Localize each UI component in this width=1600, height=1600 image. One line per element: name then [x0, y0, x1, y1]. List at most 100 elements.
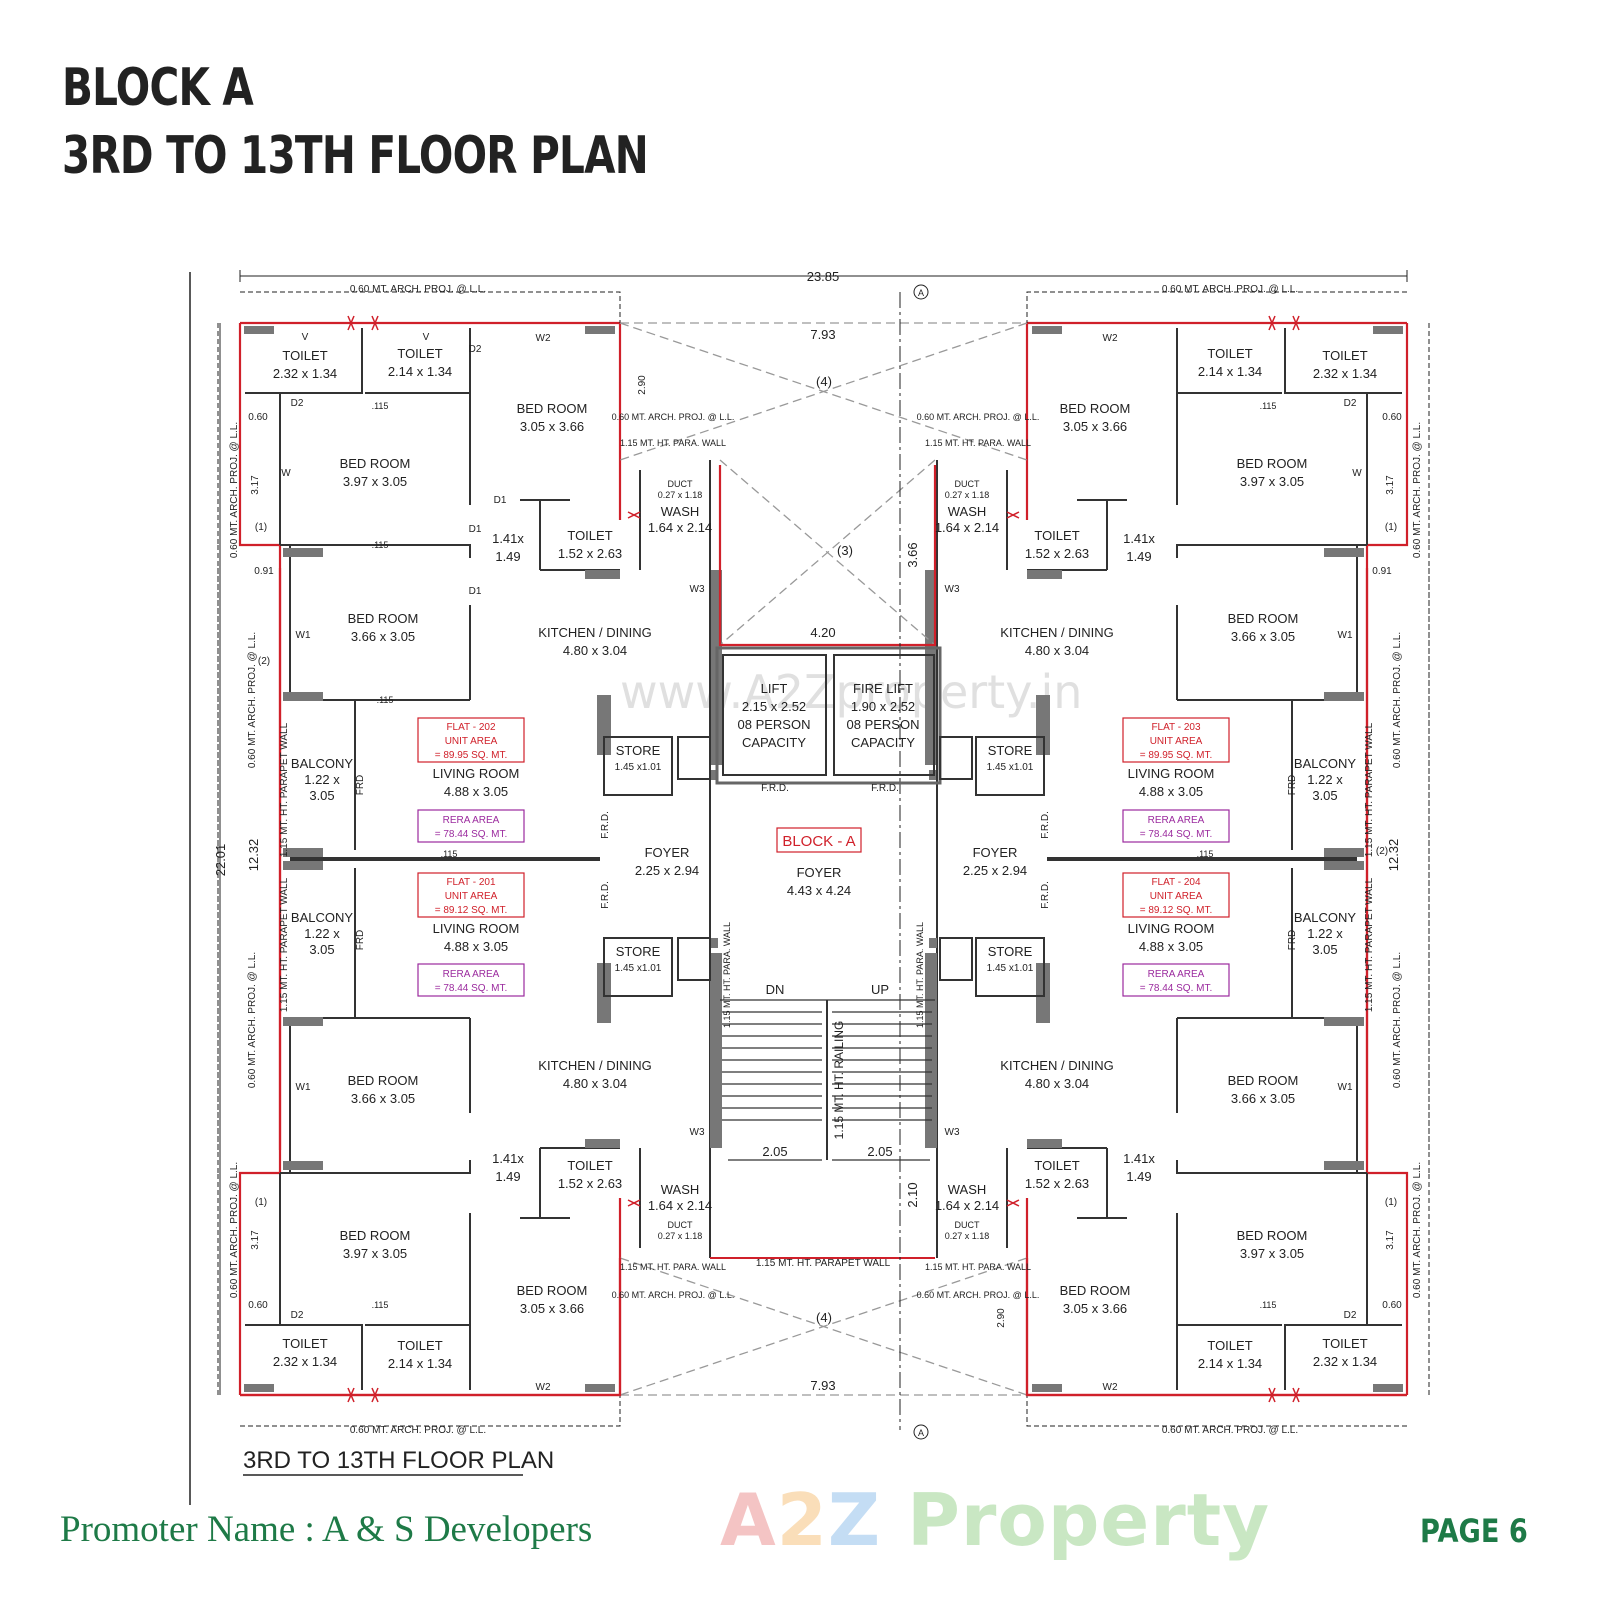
bed-bl-c-name: BED ROOM: [348, 1073, 419, 1088]
window-w2-tr: W2: [1103, 333, 1118, 344]
bed-tr-c-name: BED ROOM: [1228, 611, 1299, 626]
side-depth-br: 3.17: [1385, 1230, 1396, 1250]
living-bl-size: 4.88 x 3.05: [444, 939, 508, 954]
door-d2-tl-b: D2: [469, 344, 482, 355]
stair-up-label: UP: [871, 982, 889, 997]
balcony-bl-name: BALCONY: [291, 910, 353, 925]
balcony-tr-size2: 3.05: [1312, 788, 1337, 803]
flat-203-unit: UNIT AREA: [1150, 736, 1203, 747]
toilet-tr-c-name: TOILET: [1034, 528, 1079, 543]
side-span-left: 12.32: [246, 839, 261, 872]
block-label: BLOCK - A: [782, 833, 855, 850]
para-wall-stair-left: 1.15 MT. HT. PARA. WALL: [722, 922, 732, 1028]
foyer-left-name: FOYER: [645, 845, 690, 860]
flat-204-area: = 89.12 SQ. MT.: [1140, 905, 1213, 916]
window-w3-tl: W3: [690, 584, 705, 595]
wall-thk-7: .115: [1260, 1300, 1277, 1310]
gap-right: 0.91: [1372, 566, 1392, 577]
window-w2-tl: W2: [536, 333, 551, 344]
bed-tr-a-name: BED ROOM: [1237, 456, 1308, 471]
side-depth-tl: 3.17: [250, 475, 261, 495]
door-d1-tl-c: D1: [469, 586, 482, 597]
flat-201-rera-area: = 78.44 SQ. MT.: [435, 983, 508, 994]
store-4-size: 1.45 x1.01: [987, 963, 1034, 974]
store-1-name: STORE: [616, 743, 661, 758]
window-w1-tl: W1: [296, 630, 311, 641]
arch-proj-left-mid-2: 0.60 MT. ARCH. PROJ. @ L.L.: [247, 952, 258, 1088]
duct-tr-size: 0.27 x 1.18: [945, 490, 990, 500]
foyer-right-size: 2.25 x 2.94: [963, 863, 1027, 878]
section-mark-bottom: A: [918, 1428, 924, 1438]
bed-tl-c-name: BED ROOM: [348, 611, 419, 626]
arch-proj-left-mid-1: 0.60 MT. ARCH. PROJ. @ L.L.: [247, 632, 258, 768]
living-br-size: 4.88 x 3.05: [1139, 939, 1203, 954]
side-depth-tr: 3.17: [1385, 475, 1396, 495]
cutout-1-bl: (1): [255, 1197, 267, 1208]
toilet-tr-b-name: TOILET: [1207, 346, 1252, 361]
lift-frd: F.R.D.: [761, 783, 789, 794]
passage-tr-1: 1.41x: [1123, 531, 1155, 546]
living-bl-name: LIVING ROOM: [433, 921, 520, 936]
flat-203-name: FLAT - 203: [1151, 722, 1201, 733]
window-w1-br: W1: [1338, 1082, 1353, 1093]
window-w-tl: W: [281, 468, 291, 479]
bed-bl-c-size: 3.66 x 3.05: [351, 1091, 415, 1106]
balcony-br-name: BALCONY: [1294, 910, 1356, 925]
arch-proj-left-bottom: 0.60 MT. ARCH. PROJ. @ L.L.: [229, 1162, 240, 1298]
plan-caption: 3RD TO 13TH FLOOR PLAN: [243, 1447, 554, 1474]
foyer-left-size: 2.25 x 2.94: [635, 863, 699, 878]
bed-tl-b-size: 3.05 x 3.66: [520, 419, 584, 434]
lobby-depth-dim: 3.66: [905, 542, 920, 567]
window-w2-bl: W2: [536, 1382, 551, 1393]
lobby-width-dim: 4.20: [810, 625, 835, 640]
frd-bl: FRD: [355, 930, 366, 951]
window-w3-br: W3: [945, 1127, 960, 1138]
bed-tl-a-size: 3.97 x 3.05: [343, 474, 407, 489]
promoter-name: Promoter Name : A & S Developers: [60, 1509, 593, 1550]
kitchen-br-size: 4.80 x 3.04: [1025, 1076, 1089, 1091]
toilet-bl-c-name: TOILET: [567, 1158, 612, 1173]
toilet-br-b-name: TOILET: [1207, 1338, 1252, 1353]
wash-tr-name: WASH: [948, 504, 987, 519]
flat-202-rera-area: = 78.44 SQ. MT.: [435, 829, 508, 840]
stair-down-label: DN: [766, 982, 785, 997]
window-w3-bl: W3: [690, 1127, 705, 1138]
parapet-right-2: 1.15 MT. HT. PARAPET WALL: [1364, 877, 1375, 1012]
arch-proj-bottom-right: 0.60 MT. ARCH. PROJ. @ L.L.: [1162, 1425, 1298, 1436]
cutout-4-top: (4): [816, 374, 832, 389]
living-tl-size: 4.88 x 3.05: [444, 784, 508, 799]
bed-br-b-name: BED ROOM: [1060, 1283, 1131, 1298]
toilet-tr-b-size: 2.14 x 1.34: [1198, 364, 1262, 379]
main-foyer-name: FOYER: [797, 865, 842, 880]
page-title-line-1: BLOCK A: [62, 58, 254, 118]
balcony-tl-size2: 3.05: [309, 788, 334, 803]
page-title-line-2: 3RD TO 13TH FLOOR PLAN: [62, 126, 649, 186]
flat-202-area: = 89.95 SQ. MT.: [435, 750, 508, 761]
para-wall-stair-right: 1.15 MT. HT. PARA. WALL: [915, 922, 925, 1028]
bed-br-c-size: 3.66 x 3.05: [1231, 1091, 1295, 1106]
fire-lift-name: FIRE LIFT: [853, 681, 913, 696]
vent-tl-a: V: [302, 332, 309, 343]
para-wall-tl: 1.15 MT. HT. PARA. WALL: [620, 438, 726, 448]
frd-right-lower: F.R.D.: [1040, 881, 1051, 909]
toilet-tr-c-size: 1.52 x 2.63: [1025, 546, 1089, 561]
wash-br-size: 1.64 x 2.14: [935, 1198, 999, 1213]
frd-tr: FRD: [1287, 775, 1298, 796]
store-2-name: STORE: [616, 944, 661, 959]
living-tr-size: 4.88 x 3.05: [1139, 784, 1203, 799]
arch-proj-right-top: 0.60 MT. ARCH. PROJ. @ L.L.: [1412, 422, 1423, 558]
passage-tr-2: 1.49: [1126, 549, 1151, 564]
arch-proj-top-left: 0.60 MT. ARCH. PROJ. @ L.L.: [350, 284, 486, 295]
parapet-left-2: 1.15 MT. HT. PARAPET WALL: [279, 877, 290, 1012]
bed-br-a-name: BED ROOM: [1237, 1228, 1308, 1243]
living-tl-name: LIVING ROOM: [433, 766, 520, 781]
arch-proj-bottom-left: 0.60 MT. ARCH. PROJ. @ L.L.: [350, 1425, 486, 1436]
toilet-tl-c-size: 1.52 x 2.63: [558, 546, 622, 561]
proj-offset-br: 0.60: [1382, 1300, 1402, 1311]
toilet-bl-b-size: 2.14 x 1.34: [388, 1356, 452, 1371]
bed-tl-a-name: BED ROOM: [340, 456, 411, 471]
bed-br-c-name: BED ROOM: [1228, 1073, 1299, 1088]
living-br-name: LIVING ROOM: [1128, 921, 1215, 936]
kitchen-br-name: KITCHEN / DINING: [1000, 1058, 1113, 1073]
passage-tl-1: 1.41x: [492, 531, 524, 546]
